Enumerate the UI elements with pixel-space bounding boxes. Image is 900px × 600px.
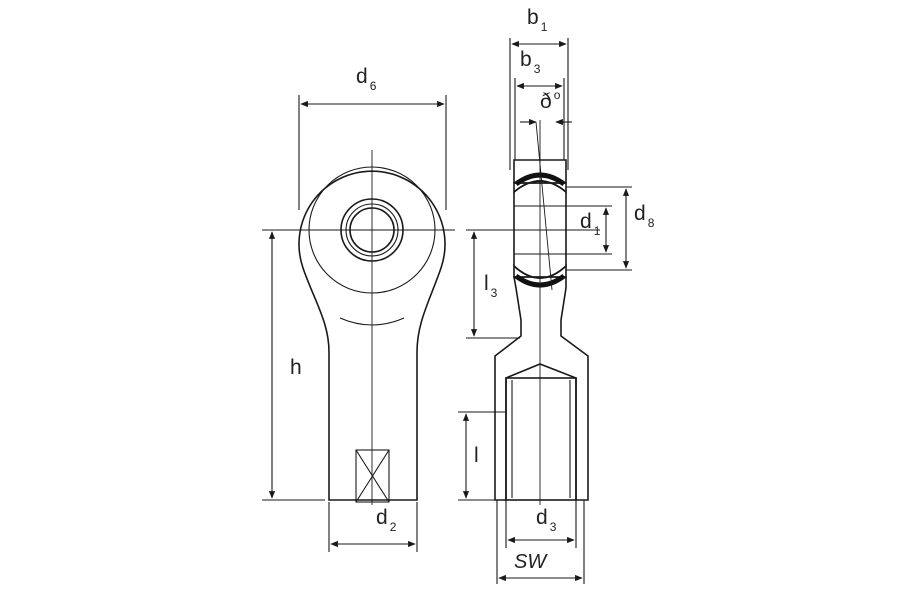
front-view-dimensions <box>262 95 447 552</box>
front-view-outline <box>298 170 446 501</box>
label-sw: SW <box>514 551 548 573</box>
inner-ring-upper <box>513 180 567 194</box>
label-h: h <box>290 356 302 379</box>
inner-ring-lower <box>513 264 567 279</box>
tilt-axis-line <box>535 121 553 291</box>
internal-thread <box>505 377 577 501</box>
side-section-view <box>470 120 600 505</box>
front-view <box>290 150 455 505</box>
housing-shank-section <box>494 276 589 501</box>
wrench-flat-symbol <box>355 449 390 503</box>
side-view-dimensions <box>458 38 632 584</box>
label-l: l <box>474 444 479 467</box>
